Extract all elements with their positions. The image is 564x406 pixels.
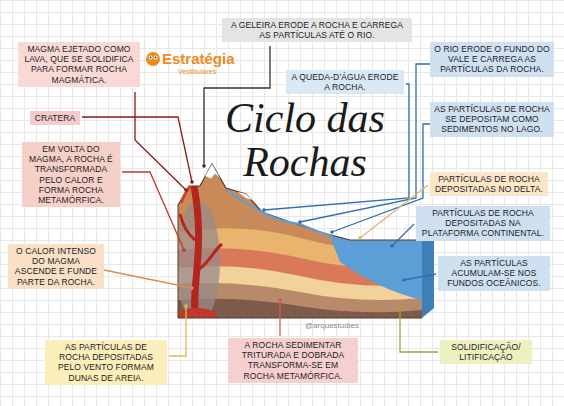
diagram-title: Ciclo das Rochas (200, 96, 410, 184)
callout-box: AS PARTÍCULAS DE ROCHA DEPOSITADAS PELO … (45, 340, 167, 385)
illustration-part (184, 188, 188, 192)
snow-cap (205, 164, 220, 179)
leader-line (404, 274, 436, 280)
callout-box: A ROCHA SEDIMENTAR TRITURADA E DOBRADA T… (228, 338, 358, 383)
river (226, 190, 332, 236)
logo-owl (146, 52, 160, 66)
callout-box: SOLIDIFICAÇÃO/ LITIFICAÇÃO (440, 340, 532, 364)
callout-text: EM VOLTA DO MAGMA, A ROCHA É TRANSFORMAD… (26, 144, 116, 205)
illustration-part (180, 214, 195, 240)
illustration-part (177, 308, 217, 324)
callout-text: A GELEIRA ERODE A ROCHA E CARREGA AS PAR… (226, 20, 408, 40)
illustration-part (182, 248, 186, 252)
callout-text: O RIO ERODE O FUNDO DO VALE E CARREGA AS… (434, 44, 550, 75)
callout-text: A ROCHA SEDIMENTAR TRITURADA E DOBRADA T… (232, 340, 354, 381)
illustration-part (402, 278, 406, 282)
block-side (422, 230, 434, 318)
callout-text: A QUEDA-D’ÁGUA ERODE A ROCHA. (290, 72, 400, 92)
callout-box: PARTÍCULAS DE ROCHA DEPOSITADAS NO DELTA… (430, 172, 548, 196)
callout-text: PARTÍCULAS DE ROCHA DEPOSITADAS NO DELTA… (434, 174, 544, 194)
illustration-part (184, 304, 188, 308)
illustration-part (198, 244, 222, 270)
logo-subtitle: Vestibulares (178, 68, 216, 75)
callout-box: EM VOLTA DO MAGMA, A ROCHA É TRANSFORMAD… (22, 142, 120, 207)
leader-line (392, 224, 414, 246)
illustration-part (194, 186, 199, 318)
leader-line (169, 306, 186, 356)
illustration-part (262, 208, 266, 212)
illustration-part (390, 244, 394, 248)
illustration-part (358, 236, 362, 240)
illustration-part (154, 56, 158, 60)
block-outline (178, 205, 422, 318)
watermark: @arquestudies (305, 321, 359, 330)
leader-line (400, 308, 438, 352)
illustration-part (202, 164, 206, 168)
illustration-part (190, 180, 194, 184)
illustration-part (298, 220, 302, 224)
illustration-part (278, 298, 282, 302)
callout-text: CRATERA (34, 113, 76, 123)
callout-box: A GELEIRA ERODE A ROCHA E CARREGA AS PAR… (222, 18, 412, 42)
illustration-part (330, 230, 334, 234)
callout-box: MAGMA EJETADO COMO LAVA, QUE SE SOLIDIFI… (18, 42, 140, 87)
callout-text: PARTÍCULAS DE ROCHA DEPOSITADAS NA PLATA… (420, 208, 546, 239)
leader-line (279, 300, 280, 336)
callout-box: AS PARTÍCULAS DE ROCHA SE DEPOSITAM COMO… (430, 102, 554, 137)
callout-text: AS PARTÍCULAS DE ROCHA SE DEPOSITAM COMO… (434, 104, 550, 135)
callout-box: A QUEDA-D’ÁGUA ERODE A ROCHA. (286, 70, 404, 94)
illustration-part (398, 306, 402, 310)
illustration-part (150, 57, 152, 59)
lava-flow (181, 186, 190, 203)
callout-text: MAGMA EJETADO COMO LAVA, QUE SE SOLIDIFI… (22, 44, 136, 85)
callout-box: AS PARTÍCULAS ACUMULAM-SE NOS FUNDOS OCE… (438, 256, 550, 291)
illustration-part (82, 46, 438, 356)
illustration-part (149, 56, 153, 60)
leader-line (104, 270, 192, 288)
logo-text: Estratégia (162, 50, 235, 67)
illustration-part (190, 286, 194, 290)
illustration-part (146, 52, 160, 66)
callout-box: O RIO ERODE O FUNDO DO VALE E CARREGA AS… (430, 42, 554, 77)
callout-box: PARTÍCULAS DE ROCHA DEPOSITADAS NA PLATA… (416, 206, 550, 241)
leader-line (122, 172, 184, 250)
callout-box: O CALOR INTENSO DO MAGMA ASCENDE E FUNDE… (8, 244, 104, 289)
leader-ends (182, 164, 406, 310)
callout-text: SOLIDIFICAÇÃO/ LITIFICAÇÃO (444, 342, 528, 362)
callout-text: AS PARTÍCULAS DE ROCHA DEPOSITADAS PELO … (49, 342, 163, 383)
leader-line (135, 92, 186, 190)
callout-box: CRATERA (30, 111, 80, 125)
callout-text: AS PARTÍCULAS ACUMULAM-SE NOS FUNDOS OCE… (442, 258, 546, 289)
illustration-part (155, 57, 157, 59)
callout-text: O CALOR INTENSO DO MAGMA ASCENDE E FUNDE… (12, 246, 100, 287)
